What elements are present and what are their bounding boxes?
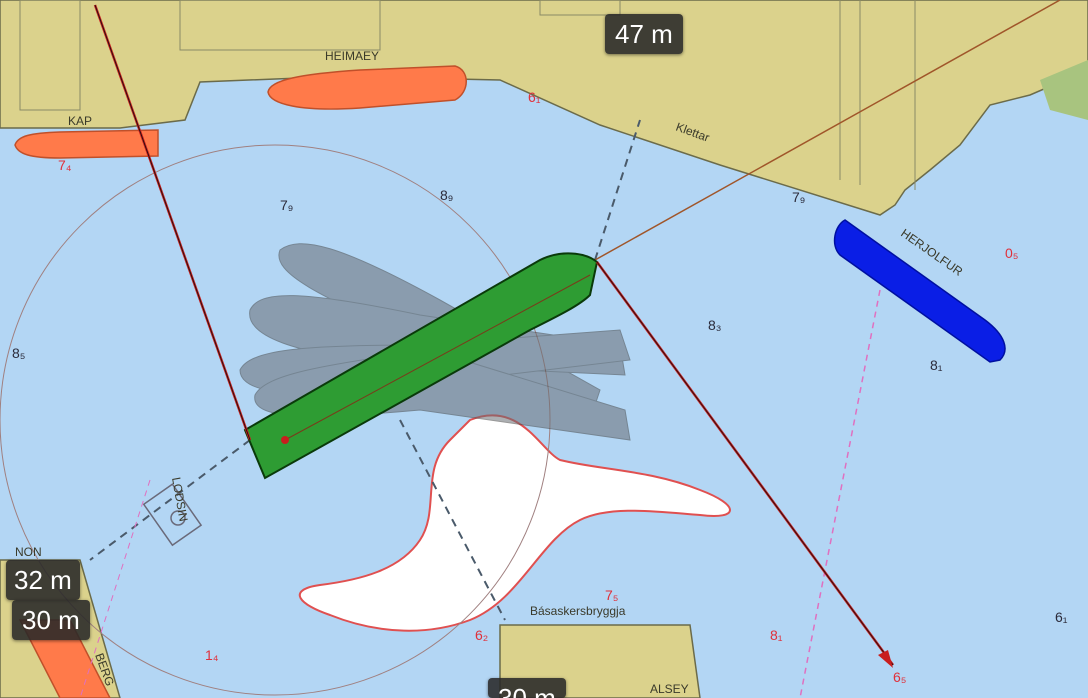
land-north [0, 0, 1088, 216]
ship-pivot-point [281, 436, 289, 444]
depth-sounding: 6₁ [1055, 609, 1068, 625]
depth-sounding: 8₃ [708, 317, 722, 333]
shoal-area [298, 414, 731, 632]
label-kap: KAP [68, 114, 92, 128]
building [19, 0, 81, 111]
depth-sounding: 8₁ [770, 627, 783, 643]
bow-vector-core [596, 261, 894, 666]
depth-sounding: 6₂ [475, 627, 488, 643]
building [179, 0, 381, 51]
depth-sounding: 8₁ [930, 357, 943, 373]
ship-centerline [284, 274, 591, 441]
moored-vessel-heimaey[interactable] [267, 65, 467, 110]
depth-sounding: 7₅ [605, 587, 618, 603]
stern-vector-core [94, 4, 251, 441]
bearing-line [594, 119, 641, 261]
depth-sounding: 0₅ [1005, 245, 1018, 261]
heading-line [594, 0, 1061, 261]
distance-badge-bottom: 30 m [488, 678, 566, 698]
own-ship[interactable] [243, 252, 599, 480]
bow-vector-arrowhead [878, 650, 893, 668]
label-heimaey: HEIMAEY [325, 49, 379, 63]
depth-sounding: 1₄ [205, 647, 219, 663]
bearing-line [89, 439, 251, 561]
depth-sounding: 7₄ [58, 157, 72, 173]
label-left-quay: NON [15, 545, 42, 559]
channel-line [799, 289, 881, 698]
label-basaskers: Básaskersbryggja [530, 604, 626, 618]
depth-sounding: 7₉ [792, 189, 805, 205]
depth-sounding: 6₅ [893, 669, 906, 685]
depth-sounding: 8₅ [12, 345, 25, 361]
distance-badge-top: 47 m [605, 14, 683, 54]
land-green-patch [1040, 60, 1088, 120]
depth-sounding: 8₉ [440, 187, 453, 203]
distance-badge-left-upper: 32 m [6, 560, 80, 600]
pilot-boat-lodsin[interactable] [142, 483, 203, 547]
depth-sounding: 7₉ [280, 197, 293, 213]
bearing-line [399, 419, 506, 621]
building [539, 0, 621, 16]
depth-sounding: 6₁ [528, 89, 541, 105]
moored-vessel-kap[interactable] [14, 129, 159, 159]
label-alsey: ALSEY [650, 682, 689, 696]
ferry-herjolfur[interactable] [833, 219, 1006, 363]
distance-badge-left-lower: 30 m [12, 600, 90, 640]
channel-line [79, 479, 151, 698]
